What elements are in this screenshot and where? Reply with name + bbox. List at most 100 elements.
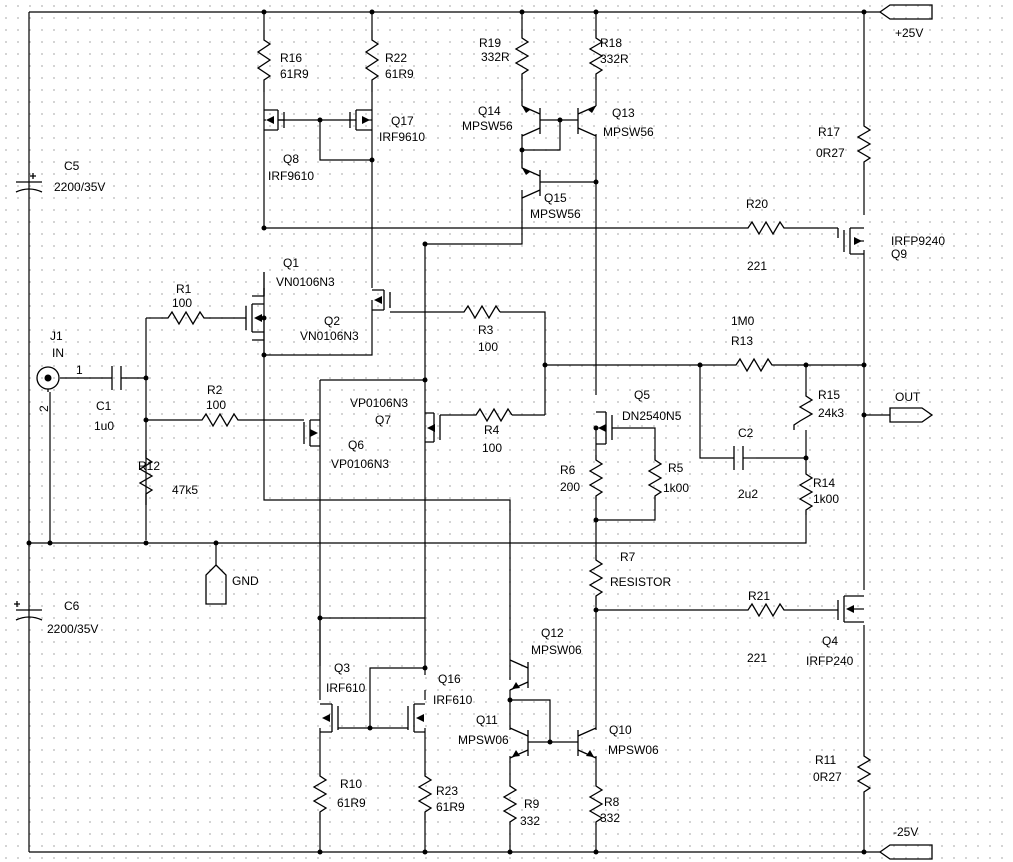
resistor-r7 [588,555,604,605]
input-jack-j1 [36,366,60,392]
q12-ref: Q12 [541,626,564,640]
r16-value: 61R9 [280,67,309,81]
r21-ref: R21 [748,589,770,603]
mosfet-q16 [407,703,425,733]
r14-value: 1k00 [813,492,839,506]
ground-label: GND [232,574,259,588]
bjts [509,105,597,759]
negative-rail-port [878,844,933,860]
r17-value: 0R27 [816,146,845,160]
mosfet-q5 [596,411,613,445]
r14-ref: R14 [813,476,835,490]
r6-value: 200 [560,480,580,494]
q9-ref: Q9 [891,247,907,261]
r5-value: 1k00 [663,481,689,495]
resistor-r5 [647,455,663,500]
r7-value: RESISTOR [610,575,671,589]
capacitor-c1 [111,366,122,390]
bjt-q13 [577,105,597,137]
r18-ref: R18 [600,36,622,50]
q3-ref: Q3 [334,661,350,675]
q3-value: IRF610 [326,681,366,695]
r23-ref: R23 [436,784,458,798]
ground-port [205,564,227,605]
resistor-r11 [856,750,872,800]
r17-ref: R17 [818,125,840,139]
resistor-r21 [742,602,790,618]
j1-pin1: 1 [76,363,83,377]
c2-value: 2u2 [738,487,758,501]
resistor-r9 [502,780,518,825]
q2-ref: Q2 [324,314,340,328]
resistor-r8 [588,780,604,825]
labels: +25V -25V OUT GND J1 IN 1 2 C5 2200/35V … [37,26,945,839]
bjt-q12 [509,659,529,691]
r4-ref: R4 [484,423,500,437]
r9-ref: R9 [524,797,540,811]
r20-ref: R20 [746,197,768,211]
j1-ref: J1 [50,329,63,343]
mosfet-q3 [320,703,339,733]
q14-value: MPSW56 [462,119,513,133]
output-port [889,407,934,423]
resistor-r18 [588,30,604,80]
q13-ref: Q13 [612,106,635,120]
resistor-r20 [742,220,789,236]
r22-ref: R22 [385,51,407,65]
r19-value: 332R [481,50,510,64]
bjt-q11 [509,727,529,759]
q4-ref: Q4 [822,634,838,648]
capacitor-c2 [733,446,756,470]
r5-ref: R5 [668,461,684,475]
j1-label: IN [52,346,64,360]
r15-ref: R15 [818,388,840,402]
q6-value: VP0106N3 [331,457,389,471]
r7-ref: R7 [620,550,636,564]
r23-value: 61R9 [436,800,465,814]
resistor-r19 [514,30,530,80]
c6-ref: C6 [64,599,80,613]
r12-value: 47k5 [172,483,198,497]
r10-value: 61R9 [337,796,366,810]
capacitor-c6 [14,601,43,621]
r13-ref: R13 [731,334,753,348]
q11-ref: Q11 [476,713,498,727]
resistor-r4 [470,407,513,423]
mosfet-q1 [245,272,265,341]
q13-value: MPSW56 [603,125,654,139]
r8-ref: R8 [604,795,620,809]
q7-value: VP0106N3 [350,396,408,410]
r21-value: 221 [747,651,767,665]
resistor-r23 [417,770,433,820]
bjt-q14 [521,105,541,137]
resistor-r10 [312,770,328,820]
q16-ref: Q16 [438,672,461,686]
r16-ref: R16 [280,51,302,65]
q5-ref: Q5 [634,388,650,402]
q8-ref: Q8 [283,152,299,166]
q1-value: VN0106N3 [276,275,335,289]
bjt-q10 [577,727,597,759]
q17-value: IRF9610 [379,130,425,144]
resistor-r12 [138,450,154,505]
c2-ref: C2 [738,426,754,440]
negative-rail-label: -25V [893,825,918,839]
r6-ref: R6 [560,463,576,477]
q11-value: MPSW06 [458,733,509,747]
r3-value: 100 [478,340,498,354]
mosfet-q17 [349,109,372,131]
r1-ref: R1 [176,282,192,296]
resistor-r15 [793,392,814,430]
r20-value: 221 [747,259,767,273]
r12-ref: R12 [138,459,160,473]
mosfet-q8 [264,109,285,131]
positive-rail-label: +25V [895,26,923,40]
r13-value: 1M0 [731,314,755,328]
q14-ref: Q14 [478,104,501,118]
resistor-r2 [196,412,244,428]
c1-value: 1u0 [94,419,114,433]
resistor-r17 [856,120,872,170]
r11-value: 0R27 [813,770,842,784]
q8-value: IRF9610 [268,169,314,183]
